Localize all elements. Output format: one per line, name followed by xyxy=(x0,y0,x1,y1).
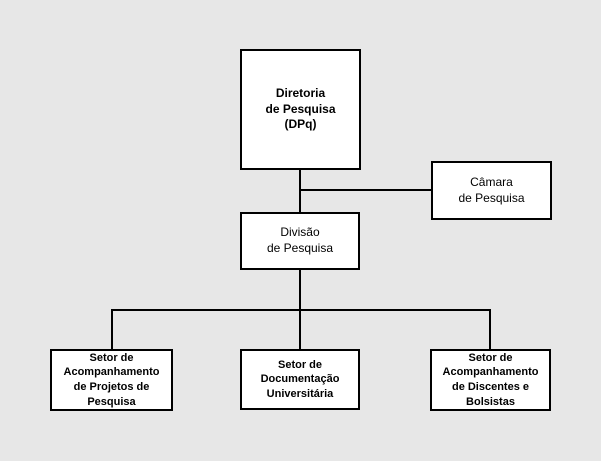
connector-divisao-stem xyxy=(299,270,301,310)
org-box-label: Setor de Acompanhamento de Discentes e B… xyxy=(442,351,539,408)
org-box-setor-discentes-bolsistas: Setor de Acompanhamento de Discentes e B… xyxy=(430,349,551,411)
org-box-label: Diretoria de Pesquisa (DPq) xyxy=(265,85,336,132)
org-box-label: Setor de Documentação Universitária xyxy=(260,358,340,400)
connector-diretoria-divisao xyxy=(299,170,301,212)
connector-diretoria-camara xyxy=(299,189,431,191)
connector-drop-setor-projetos xyxy=(111,309,113,349)
connector-drop-setor-documentacao xyxy=(299,309,301,349)
org-box-setor-documentacao-universitaria: Setor de Documentação Universitária xyxy=(240,349,360,410)
org-box-label: Setor de Acompanhamento de Projetos de P… xyxy=(63,351,160,408)
org-box-label: Câmara de Pesquisa xyxy=(458,174,525,205)
org-box-setor-projetos-pesquisa: Setor de Acompanhamento de Projetos de P… xyxy=(50,349,173,411)
org-box-divisao-de-pesquisa: Divisão de Pesquisa xyxy=(240,212,360,270)
org-box-camara-de-pesquisa: Câmara de Pesquisa xyxy=(431,161,552,220)
connector-drop-setor-discentes xyxy=(489,309,491,349)
org-box-diretoria-de-pesquisa: Diretoria de Pesquisa (DPq) xyxy=(240,49,361,170)
org-box-label: Divisão de Pesquisa xyxy=(266,225,334,255)
connector-distributor xyxy=(111,309,491,311)
